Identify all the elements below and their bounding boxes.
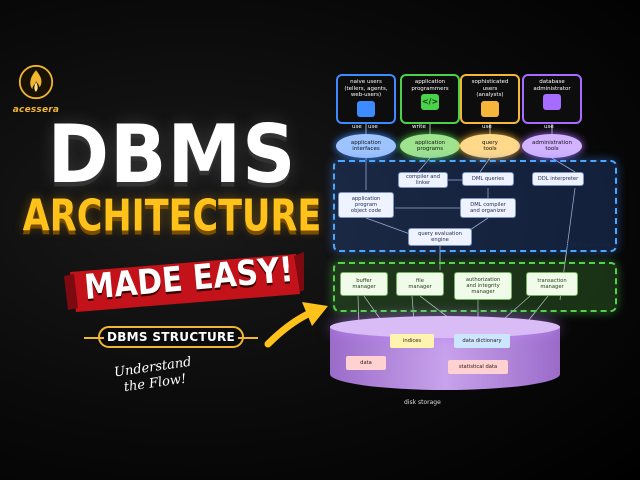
ddl-interpreter: DDL interpreter xyxy=(532,172,584,186)
dbms-structure-pill: DBMS STRUCTURE xyxy=(84,326,258,348)
user-label-line-2: programmers xyxy=(411,85,449,92)
people-icon xyxy=(357,100,375,117)
ellipse-label-line-1: administration xyxy=(532,139,572,146)
data-dictionary: data dictionary xyxy=(454,334,510,348)
use-label: use xyxy=(544,124,554,130)
dml-compiler-and-organizer: DML compiler and organizer xyxy=(460,198,516,218)
ellipse-label-line-2: tools xyxy=(545,146,559,152)
code-icon: </> xyxy=(421,94,439,110)
red-ribbon xyxy=(64,250,304,314)
statistical-data: statistical data xyxy=(448,360,508,374)
transaction-manager: transaction manager xyxy=(526,272,578,296)
user-label-line-2: administrator xyxy=(533,85,571,92)
title-dbms: DBMS xyxy=(47,108,297,202)
brand-name: acessera xyxy=(12,105,60,115)
query-processor-label: query processor xyxy=(566,242,611,248)
user-label-line-1: database xyxy=(539,79,565,85)
file-manager: file manager xyxy=(396,272,444,296)
title-architecture: ARCHITECTURE xyxy=(22,191,322,242)
indices: indices xyxy=(390,334,434,348)
ellipse-label-line-1: application xyxy=(414,139,446,146)
user-label-line-1: naive users xyxy=(350,79,382,85)
use-label: use xyxy=(368,124,378,130)
use-label: use xyxy=(482,124,492,130)
query-evaluation-engine: query evaluation engine xyxy=(408,228,472,246)
authorization-integrity-manager: authorization and integrity manager xyxy=(454,272,512,300)
brand-logo: acessera xyxy=(8,64,64,115)
disk-top xyxy=(330,316,560,338)
tagline: Understand the Flow! xyxy=(102,353,205,399)
user-card-naive: naive users (tellers, agents, web-users) xyxy=(336,74,396,124)
user-label-line-2: users xyxy=(482,85,498,92)
ellipse-label-line-1: application xyxy=(350,139,382,146)
pill-label: DBMS STRUCTURE xyxy=(106,330,236,344)
user-label-line-3: web-users) xyxy=(350,92,382,98)
user-card-programmers: application programmers </> xyxy=(400,74,460,124)
write-label: write xyxy=(412,124,426,130)
user-label-line-2: (tellers, agents, xyxy=(344,85,388,92)
user-card-analysts: sophisticated users (analysts) xyxy=(460,74,520,124)
disk-storage-label: disk storage xyxy=(404,399,441,406)
user-label-line-3: (analysts) xyxy=(476,92,504,98)
analyst-icon xyxy=(481,100,499,117)
admin-icon xyxy=(543,94,561,110)
ellipse-label-line-2: interfaces xyxy=(352,146,380,152)
compiler-and-linker: compiler and linker xyxy=(398,172,448,188)
application-program-object-code: application program object code xyxy=(338,192,394,218)
disk-storage-cylinder xyxy=(330,316,560,396)
user-card-admin: database administrator xyxy=(522,74,582,124)
user-label-line-1: sophisticated xyxy=(471,79,509,85)
use-label: use xyxy=(352,124,362,130)
ellipse-label-line-1: query xyxy=(482,139,498,146)
data: data xyxy=(346,356,386,370)
pointer-arrow-icon xyxy=(264,302,328,348)
user-label-line-1: application xyxy=(414,79,446,85)
flame-logo-icon xyxy=(18,64,54,100)
storage-manager-label: storage manager xyxy=(566,303,614,309)
ellipse-label-line-2: programs xyxy=(416,146,444,152)
ellipse-label-line-2: tools xyxy=(483,146,497,152)
buffer-manager: buffer manager xyxy=(340,272,388,296)
dml-queries: DML queries xyxy=(462,172,514,186)
